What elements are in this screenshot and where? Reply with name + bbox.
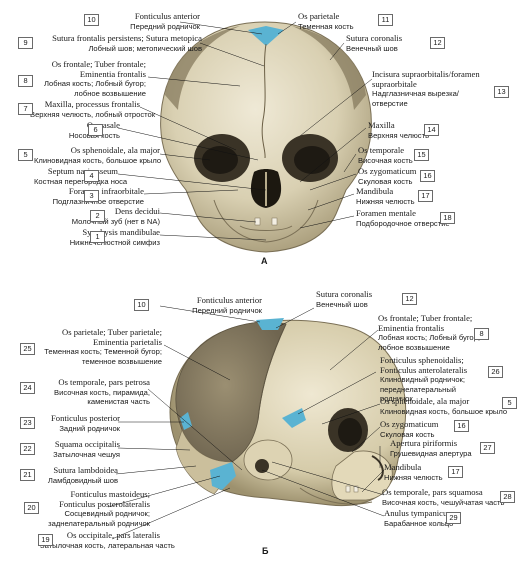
figure-letter-a: А xyxy=(261,256,268,266)
label-os-zygomaticum: Os zygomaticum Скуловая кость xyxy=(358,166,417,186)
label-dens-decidui: Dens decidui Молочный зуб (нет в NA) xyxy=(71,206,160,226)
skull-lateral-view xyxy=(107,305,407,540)
label-number: 27 xyxy=(480,442,495,454)
label-number: 8 xyxy=(18,75,33,87)
label-mandibula: Mandibula Нижняя челюсть xyxy=(356,186,415,206)
label-os-parietale-b: Os parietale; Tuber parietale; Eminentia… xyxy=(44,327,162,366)
label-number: 17 xyxy=(448,466,463,478)
label-os-nasale: Os nasale Носовая кость xyxy=(68,120,120,140)
label-fonticulus-sphenoidalis: Fonticulus sphenoidalis; Fonticulus ante… xyxy=(380,355,468,404)
label-fonticulus-mastoideus: Fonticulus mastoideus; Fonticulus poster… xyxy=(48,489,150,528)
label-number: 5 xyxy=(502,397,517,409)
label-number: 16 xyxy=(420,170,435,182)
label-sutura-coronalis-b: Sutura coronalis Венечный шов xyxy=(316,289,373,309)
label-number: 1 xyxy=(90,231,105,243)
label-os-temporale: Os temporale Височная кость xyxy=(358,145,413,165)
label-number: 5 xyxy=(18,149,33,161)
label-number: 6 xyxy=(88,124,103,136)
label-os-zygomaticum-b: Os zygomaticum Скуловая кость xyxy=(380,419,439,439)
label-number: 20 xyxy=(24,502,39,514)
label-apertura-piriformis: Apertura piriformis Грушевидная апертура xyxy=(390,438,472,458)
label-number: 10 xyxy=(134,299,149,311)
label-fonticulus-anterior: Fonticulus anterior Передний родничок xyxy=(130,11,200,31)
label-number: 16 xyxy=(454,420,469,432)
label-number: 29 xyxy=(446,512,461,524)
label-number: 24 xyxy=(20,382,35,394)
label-number: 15 xyxy=(414,149,429,161)
label-incisura-supraorbitalis: Incisura supraorbitalis/foramen supraorb… xyxy=(372,69,480,108)
label-foramen-mentale: Foramen mentale Подбородочное отверстие xyxy=(356,208,450,228)
label-number: 19 xyxy=(38,534,53,546)
label-number: 9 xyxy=(18,37,33,49)
label-number: 12 xyxy=(402,293,417,305)
label-number: 14 xyxy=(424,124,439,136)
label-number: 4 xyxy=(84,170,99,182)
label-os-sphenoidale-b: Os sphenoidale, ala major Клиновидная ко… xyxy=(380,396,508,416)
label-number: 10 xyxy=(84,14,99,26)
label-number: 8 xyxy=(474,328,489,340)
label-os-parietale: Os parietale Теменная кость xyxy=(298,11,354,31)
label-os-occipitale-pars-lateralis: Os occipitale, pars lateralis Затылочная… xyxy=(40,530,175,550)
label-number: 21 xyxy=(20,469,35,481)
skull-front-view xyxy=(117,21,373,253)
label-squama-occipitalis: Squama occipitalis Затылочная чешуя xyxy=(53,439,120,459)
label-number: 12 xyxy=(430,37,445,49)
label-sutura-lambdoidea: Sutura lambdoidea Ламбдовидный шов xyxy=(47,465,118,485)
label-number: 17 xyxy=(418,190,433,202)
label-maxilla: Maxilla Верхняя челюсть xyxy=(368,120,430,140)
label-number: 7 xyxy=(18,103,33,115)
label-number: 25 xyxy=(20,343,35,355)
label-os-frontale-b: Os frontale; Tuber frontale; Eminentia f… xyxy=(378,313,480,352)
label-number: 13 xyxy=(494,86,509,98)
label-fonticulus-anterior-b: Fonticulus anterior Передний родничок xyxy=(192,295,262,315)
label-anulus-tympanicus: Anulus tympanicus Барабанное кольцо xyxy=(384,508,454,528)
label-maxilla-processus-frontalis: Maxilla, processus frontalis Верхняя чел… xyxy=(30,99,156,119)
label-os-frontale: Os frontale; Tuber frontale; Eminentia f… xyxy=(44,59,146,98)
label-number: 18 xyxy=(440,212,455,224)
figure-letter-b: Б xyxy=(262,546,269,556)
label-mandibula-b: Mandibula Нижняя челюсть xyxy=(384,462,443,482)
label-synphysis-mandibulae: Synphysis mandibulae Нижнечелюстной симф… xyxy=(69,227,160,247)
label-fonticulus-posterior: Fonticulus posterior Задний родничок xyxy=(51,413,120,433)
label-os-sphenoidale: Os sphenoidale, ala major Клиновидная ко… xyxy=(34,145,162,165)
label-number: 22 xyxy=(20,443,35,455)
label-septum-nasi: Septum nasi osseum Костная перегородка н… xyxy=(34,166,128,186)
label-os-temporale-pars-petrosa: Os temporale, pars petrosa Височная кост… xyxy=(54,377,150,407)
label-number: 28 xyxy=(500,491,515,503)
label-sutura-coronalis: Sutura coronalis Венечный шов xyxy=(346,33,403,53)
label-sutura-frontalis: Sutura frontalis persistens; Sutura meto… xyxy=(52,33,202,53)
label-number: 23 xyxy=(20,417,35,429)
label-number: 3 xyxy=(84,190,99,202)
label-os-temporale-pars-squamosa: Os temporale, pars squamosa Височная кос… xyxy=(382,487,505,507)
label-number: 2 xyxy=(90,210,105,222)
label-number: 11 xyxy=(378,14,393,26)
label-number: 26 xyxy=(488,366,503,378)
